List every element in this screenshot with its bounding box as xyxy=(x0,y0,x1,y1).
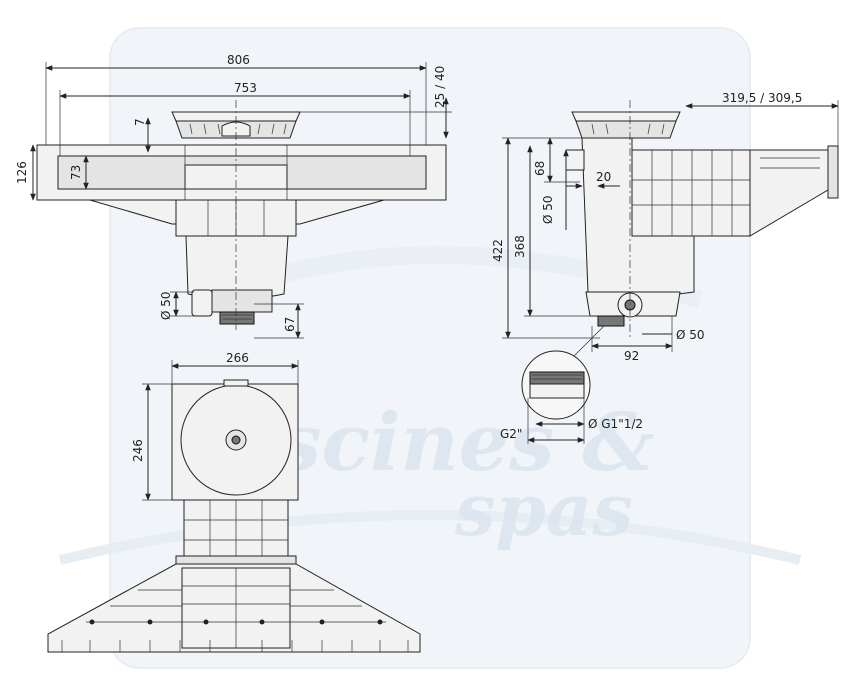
dim-height-126: 126 xyxy=(15,161,29,184)
dim-width-266: 266 xyxy=(226,351,249,365)
dim-outlet-offset-92: 92 xyxy=(624,349,639,363)
watermark-word-spas: spas xyxy=(454,467,633,552)
dim-lid-offset: 25 / 40 xyxy=(433,66,447,108)
front-view: 806 753 25 / 40 7 126 73 Ø 50 67 xyxy=(15,53,452,339)
flange-screw-holes xyxy=(89,619,383,625)
dim-thread-g2: G2" xyxy=(500,427,522,441)
dim-outlet-diameter: Ø 50 xyxy=(159,291,173,320)
dim-depth-368: 368 xyxy=(513,235,527,258)
dim-extension: 319,5 / 309,5 xyxy=(722,91,802,105)
dim-depth-422: 422 xyxy=(491,239,505,262)
dim-inlet-68: 68 xyxy=(533,161,547,176)
dim-outlet-height-67: 67 xyxy=(283,317,297,332)
dim-lid-height-7: 7 xyxy=(133,118,147,126)
dim-width-753: 753 xyxy=(234,81,257,95)
dim-width-806: 806 xyxy=(227,53,250,67)
side-view: 319,5 / 309,5 422 368 68 20 Ø 50 92 Ø 50 xyxy=(491,91,839,363)
dim-inlet-20: 20 xyxy=(596,170,611,184)
detail-view: Ø G1"1/2 G2" xyxy=(500,325,643,444)
dim-depth-246: 246 xyxy=(131,439,145,462)
dim-inlet-diameter: Ø 50 xyxy=(541,195,555,224)
dim-outlet-diameter-side: Ø 50 xyxy=(676,328,705,342)
dim-thread-g1-1-2: Ø G1"1/2 xyxy=(588,417,643,431)
top-view: 266 246 xyxy=(47,351,421,653)
dim-height-73: 73 xyxy=(69,165,83,180)
